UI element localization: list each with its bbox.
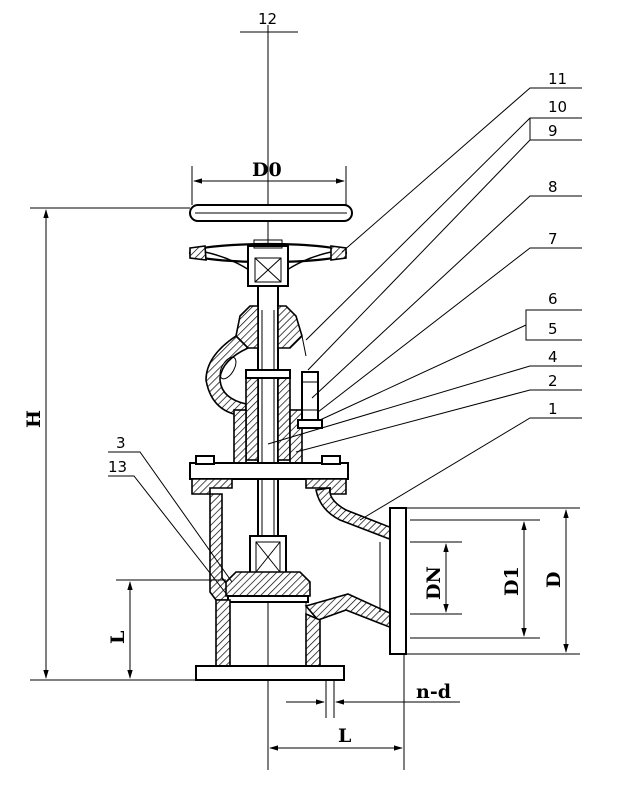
leader-lines bbox=[108, 87, 582, 597]
dim-label-l-vertical: L bbox=[107, 631, 129, 644]
yoke bbox=[205, 305, 307, 417]
dim-label-d1: D1 bbox=[501, 566, 523, 596]
part-label-3: 3 bbox=[116, 434, 126, 452]
valve-body bbox=[209, 487, 410, 655]
dim-label-n-d: n-d bbox=[416, 681, 451, 703]
part-label-5: 5 bbox=[548, 320, 558, 338]
part-label-1: 1 bbox=[548, 400, 558, 418]
stem-nut bbox=[247, 239, 289, 287]
part-label-11: 11 bbox=[548, 70, 567, 88]
part-label-10: 10 bbox=[548, 98, 567, 116]
dim-label-dn: DN bbox=[423, 566, 445, 600]
dim-label-d0: D0 bbox=[252, 159, 282, 181]
dim-label-l-horizontal: L bbox=[338, 725, 351, 747]
part-label-12: 12 bbox=[258, 10, 277, 28]
part-label-8: 8 bbox=[548, 178, 558, 196]
part-label-13: 13 bbox=[108, 458, 127, 476]
bonnet bbox=[233, 369, 323, 471]
part-label-6: 6 bbox=[548, 290, 558, 308]
part-label-4: 4 bbox=[548, 348, 558, 366]
valve-disc bbox=[225, 535, 311, 603]
dim-label-d: D bbox=[543, 572, 565, 588]
part-label-9: 9 bbox=[548, 122, 558, 140]
part-label-2: 2 bbox=[548, 372, 558, 390]
valve-stem bbox=[257, 285, 279, 537]
bottom-port bbox=[195, 599, 345, 681]
body-top-flange bbox=[189, 455, 349, 495]
dim-label-h: H bbox=[23, 410, 45, 428]
part-label-7: 7 bbox=[548, 230, 558, 248]
